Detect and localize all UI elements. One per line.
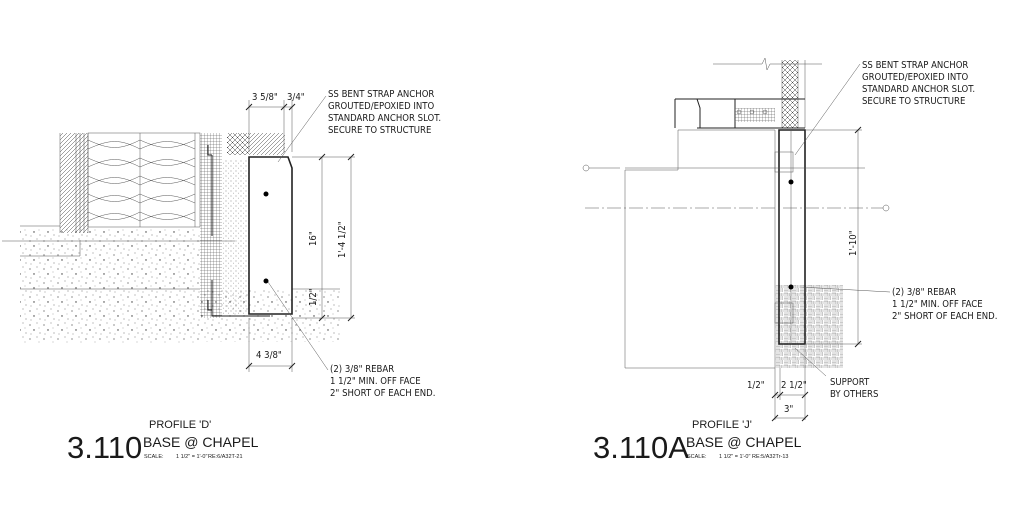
mortar-setting-bed [222,160,249,315]
dim-1-4-1-2: 1'-4 1/2" [337,221,348,258]
note-line: (2) 3/8" REBAR [330,364,394,375]
wood-blocking [227,133,249,155]
reference: RE:5/A32Tr-13 [752,454,788,460]
scale-value: 1 1/2" = 1'-0" [176,454,207,460]
rebar-top [263,191,269,197]
note-line: 1 1/2" MIN. OFF FACE [330,376,421,387]
dim-3: 3" [784,404,793,415]
dim-4-3-8: 4 3/8" [256,350,282,361]
scale-value: 1 1/2" = 1'-0" [719,454,750,460]
dim-3-4: 3/4" [287,92,305,103]
profile-label: PROFILE 'J' [692,419,752,431]
soil-fill [20,228,200,343]
rebar-top [788,179,794,185]
note-anchor: SS BENT STRAP ANCHOR GROUTED/EPOXIED INT… [328,89,441,136]
rebar-bottom [263,278,269,284]
anchor-slot-bottom [774,302,794,324]
title-block-3-110a: PROFILE 'J' 3.110A BASE @ CHAPEL SCALE: … [593,419,802,465]
dim-1-10: 1'-10" [848,230,859,256]
note-line: SECURE TO STRUCTURE [862,96,965,107]
dim-1-2: 1/2" [308,288,319,306]
detail-title: BASE @ CHAPEL [686,434,802,450]
note-line: BY OTHERS [830,389,878,400]
note-line: GROUTED/EPOXIED INTO [328,101,434,112]
mullion [782,60,798,128]
batt-insulation [87,132,201,228]
scale-label: SCALE: [144,454,164,460]
detail-title: BASE @ CHAPEL [143,434,259,450]
note-line: SUPPORT [830,377,870,388]
support-by-others-hatch [775,285,843,368]
note-line: SS BENT STRAP ANCHOR [328,89,434,100]
note-line: STANDARD ANCHOR SLOT. [328,113,441,124]
mesh-layer [200,133,222,318]
cladding-above [249,133,285,155]
note-support: SUPPORT BY OTHERS [830,377,878,400]
note-line: 2" SHORT OF EACH END. [330,388,435,399]
sheathing-hatch [60,133,88,233]
concrete-foundation [624,129,776,369]
note-line: SS BENT STRAP ANCHOR [862,60,968,71]
dim-2-1-2: 2 1/2" [781,380,807,391]
note-rebar: (2) 3/8" REBAR 1 1/2" MIN. OFF FACE 2" S… [892,287,997,322]
rebar-bottom [788,284,794,290]
reference-lines [582,164,890,212]
dim-16: 16" [308,231,319,246]
detail-3-110a: 1'-10" 1/2" 2 1/2" 3" SS BENT STRAP ANCH… [582,57,997,465]
dim-3-5-8: 3 5/8" [252,92,278,103]
detail-number: 3.110A [593,430,689,465]
profile-label: PROFILE 'D' [149,419,211,431]
note-line: GROUTED/EPOXIED INTO [862,72,968,83]
note-line: STANDARD ANCHOR SLOT. [862,84,975,95]
scale-label: SCALE: [687,454,707,460]
note-line: SECURE TO STRUCTURE [328,125,431,136]
detail-number: 3.110 [67,430,142,465]
note-line: 2" SHORT OF EACH END. [892,311,997,322]
detail-3-110: 3 5/8" 3/4" 16" 1'-4 1/2" 1/2" 4 3/8" SS… [2,89,441,465]
reference: RE:6/A32T-21 [208,454,243,460]
window-sill-frame [674,98,805,129]
note-anchor: SS BENT STRAP ANCHOR GROUTED/EPOXIED INT… [862,60,975,107]
note-line: (2) 3/8" REBAR [892,287,956,298]
dim-1-2: 1/2" [747,380,765,391]
note-rebar: (2) 3/8" REBAR 1 1/2" MIN. OFF FACE 2" S… [330,364,435,399]
title-block-3-110: PROFILE 'D' 3.110 BASE @ CHAPEL SCALE: 1… [67,419,259,465]
anchor-slot-top [774,151,794,173]
note-line: 1 1/2" MIN. OFF FACE [892,299,983,310]
